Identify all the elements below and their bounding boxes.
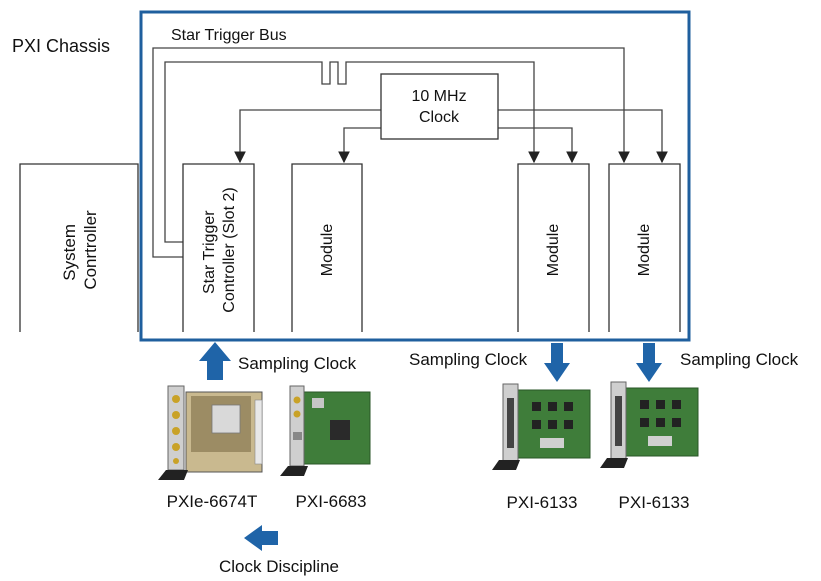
clock-discipline-label: Clock Discipline	[219, 557, 339, 576]
sampling-clock-label-2: Sampling Clock	[409, 350, 528, 369]
sampling-clock-label-3: Sampling Clock	[680, 350, 799, 369]
sampling-clock-label-1: Sampling Clock	[238, 354, 357, 373]
pxi-6683-card-image	[280, 385, 371, 476]
pxi-6133-card-image-2	[600, 381, 699, 468]
module-slot-2	[517, 163, 590, 332]
chassis-label: PXI Chassis	[12, 36, 110, 56]
clock-box	[380, 73, 499, 140]
module-3-label: Module	[636, 224, 653, 277]
card-label-pxi-6683: PXI-6683	[296, 492, 367, 511]
bus-label: Star Trigger Bus	[171, 27, 287, 44]
module-1-label: Module	[319, 224, 336, 277]
card-label-pxi-6133-2: PXI-6133	[619, 493, 690, 512]
star-trigger-controller-label: Star Trigger Controller (Slot 2)	[201, 187, 238, 312]
clock-line-star-controller	[234, 109, 381, 164]
clock-discipline-arrow	[244, 525, 278, 551]
clock-line-module-3	[498, 109, 668, 164]
system-controller-label: System Conrtroller	[60, 210, 100, 290]
card-label-pxie-6674t: PXIe-6674T	[167, 492, 258, 511]
clock-line-module-1	[338, 127, 381, 164]
sampling-clock-down-arrow-1	[544, 343, 570, 382]
module-slot-3	[608, 163, 681, 332]
sampling-clock-up-arrow	[199, 342, 231, 380]
clock-box-line2: Clock	[419, 109, 460, 126]
star-trigger-line-outer	[152, 47, 630, 258]
system-controller-box	[19, 163, 139, 332]
chassis-border	[139, 10, 691, 342]
card-label-pxi-6133-1: PXI-6133	[507, 493, 578, 512]
sampling-clock-down-arrow-2	[636, 343, 662, 382]
clock-line-module-2	[498, 127, 578, 164]
pxi-6133-card-image-1	[492, 383, 591, 470]
module-2-label: Module	[545, 224, 562, 277]
module-slot-1	[291, 163, 363, 332]
star-trigger-controller-box	[182, 163, 255, 332]
clock-box-line1: 10 MHz	[411, 88, 466, 105]
pxie-6674t-card-image	[158, 385, 263, 480]
star-trigger-line-inner	[164, 61, 540, 243]
